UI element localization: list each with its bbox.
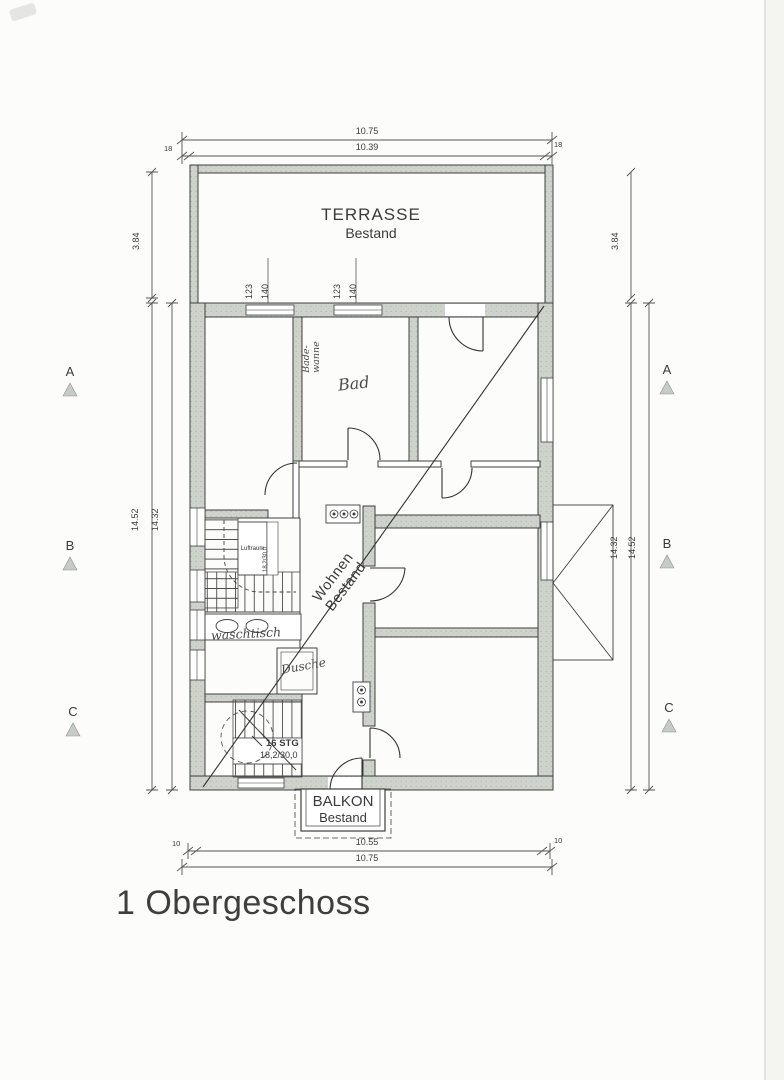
dimension-lines	[146, 132, 655, 875]
dim-bottom-end-left: 10	[172, 839, 181, 848]
switch-box-vertical	[352, 681, 371, 713]
waschtisch-fixture	[204, 613, 302, 641]
triangle-right-c	[661, 718, 677, 733]
window-left-4	[189, 649, 206, 681]
windows	[189, 304, 554, 790]
triangle-right-a	[659, 380, 675, 395]
switch-box-horizontal	[325, 504, 361, 524]
window2-height: 140	[348, 283, 358, 299]
upper-stairs	[204, 517, 301, 613]
waschtisch-label: waschtisch	[210, 624, 282, 643]
marker-left-b: B	[65, 538, 75, 553]
dim-top-end-left: 18	[164, 144, 173, 153]
balcony-door-opening	[328, 777, 362, 790]
door-wohnen-upper	[369, 567, 406, 602]
triangle-left-b	[62, 556, 78, 571]
badewanne-label: Bade- wanne	[301, 341, 323, 373]
page-title: 1 Obergeschoss	[116, 884, 371, 922]
luftraum-label: Luftraum	[240, 545, 265, 552]
window-left-3	[189, 609, 206, 641]
window1-width: 123	[244, 283, 254, 299]
terrace-door-opening	[445, 304, 485, 316]
door-left-room	[264, 462, 298, 496]
door-swings	[264, 316, 484, 791]
dim-right-outer: 14.52	[627, 536, 637, 559]
marker-right-a: A	[662, 362, 672, 377]
triangle-left-a	[62, 382, 78, 397]
window1-height: 140	[260, 283, 270, 299]
dim-left-inner: 14.32	[150, 508, 160, 531]
stair-side-note: 18,2/30,0	[263, 546, 269, 572]
wall-left	[189, 302, 206, 791]
door-wohnen-lower	[369, 727, 401, 759]
badewanne-line2: wanne	[311, 341, 323, 373]
luftraum-box	[237, 521, 268, 576]
dim-bottom-inner: 10.55	[355, 837, 379, 847]
window-left-1	[189, 507, 206, 547]
door-bad	[347, 427, 381, 461]
dim-top-outer: 10.75	[355, 126, 379, 136]
marker-left-a: A	[65, 364, 75, 379]
dim-bottom-outer: 10.75	[355, 853, 379, 863]
stair-ratio-label: 18,2/30,0	[260, 750, 298, 760]
dim-top-end-right: 18	[554, 140, 563, 149]
dim-bottom-end-right: 10	[554, 836, 563, 845]
stair-walkline	[223, 520, 296, 593]
room-balkon-sub: Bestand	[319, 810, 367, 825]
lower-stairs	[220, 699, 303, 778]
dim-left-outer: 14.52	[130, 508, 140, 531]
door-balkon	[329, 757, 363, 791]
scan-edge-artifact	[766, 0, 784, 1080]
marker-triangles	[62, 380, 677, 737]
marker-right-b: B	[662, 536, 672, 551]
dusche-fixture	[276, 647, 318, 695]
stair-steps-label: 16 STG	[266, 738, 299, 749]
marker-right-c: C	[664, 700, 674, 715]
window2-width: 123	[332, 283, 342, 299]
stair-note-strip	[266, 521, 279, 576]
dim-right-terrace: 3.84	[610, 232, 620, 250]
bay-roof-outline	[552, 504, 614, 661]
triangle-left-c	[65, 722, 81, 737]
dim-top-inner: 10.39	[355, 142, 379, 152]
interior-walls	[204, 316, 541, 777]
room-bad-label: Bad	[336, 372, 371, 395]
window-left-2	[189, 569, 206, 603]
room-terrasse-label: TERRASSE	[321, 205, 421, 224]
door-hall-right	[441, 467, 473, 499]
dim-right-inner: 14.32	[609, 536, 619, 559]
door-top-right-room	[448, 316, 484, 352]
balcony	[294, 788, 392, 839]
stair-headroom-line	[220, 710, 274, 764]
scan-edge-line	[764, 0, 766, 1080]
diagonal-marking-line	[202, 305, 545, 788]
triangle-right-b	[659, 554, 675, 569]
room-balkon-label: BALKON	[312, 793, 374, 810]
stair-direction-arrow	[238, 709, 297, 771]
marker-left-c: C	[68, 704, 78, 719]
dim-left-terrace: 3.84	[131, 232, 141, 250]
room-terrasse-sub: Bestand	[345, 225, 397, 241]
